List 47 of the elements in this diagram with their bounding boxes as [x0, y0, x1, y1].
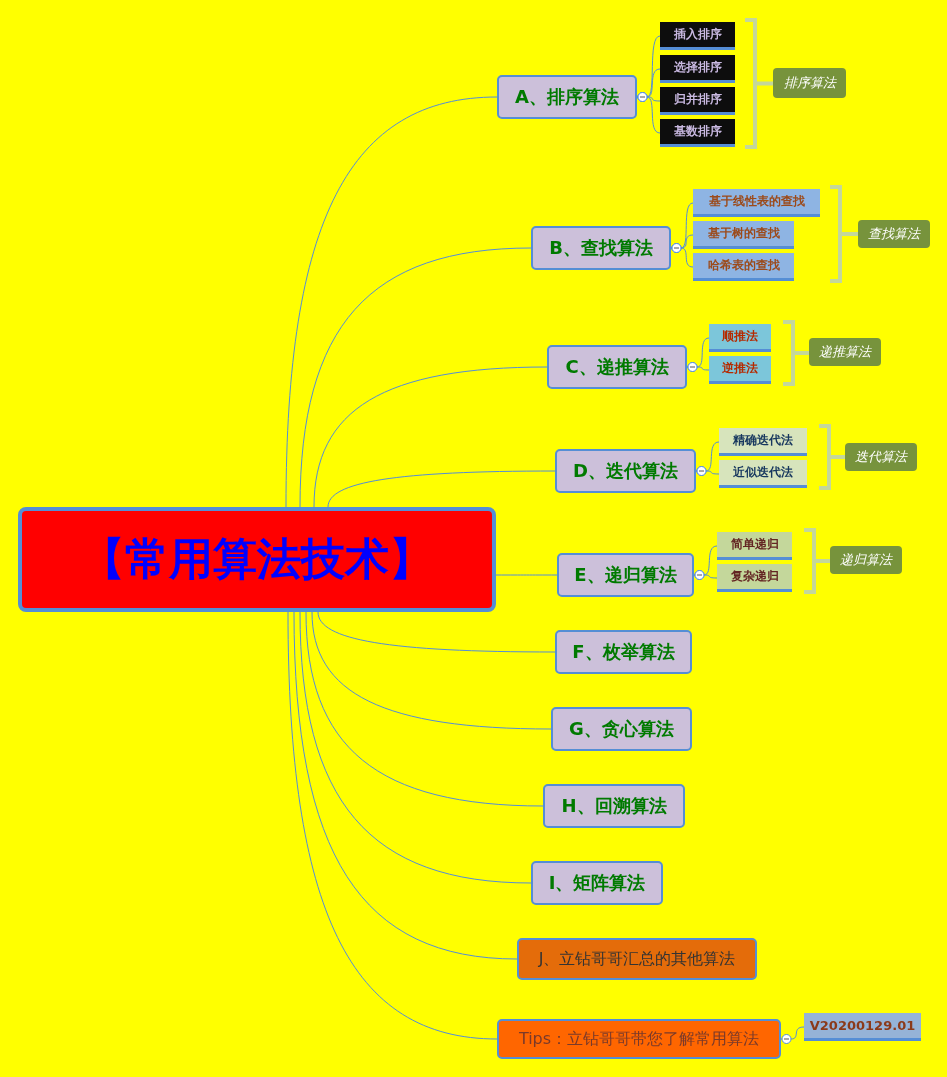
subtopic-box: 基于线性表的查找	[693, 189, 820, 217]
connector-line	[693, 570, 718, 580]
connector-line	[299, 247, 532, 508]
connector-line	[311, 611, 552, 730]
topic-box: H、回溯算法	[543, 784, 685, 828]
summary-box: 迭代算法	[845, 443, 917, 471]
connector-line	[780, 1026, 805, 1044]
subtopic-box: 归并排序	[660, 87, 735, 115]
summary-box: 递推算法	[809, 338, 881, 366]
connector-line	[695, 466, 720, 476]
tips-box: Tips：立钻哥哥带您了解常用算法	[497, 1019, 781, 1059]
topic-box: C、递推算法	[547, 345, 687, 389]
subtopic-box: 复杂递归	[717, 564, 792, 592]
connector-line	[305, 611, 544, 807]
connector-line	[313, 366, 548, 508]
connector-line	[686, 362, 710, 372]
subtopic-box: 简单递归	[717, 532, 792, 560]
connector-line	[299, 611, 532, 884]
topic-box: F、枚举算法	[555, 630, 692, 674]
summary-box: 递归算法	[830, 546, 902, 574]
topic-box: J、立钻哥哥汇总的其他算法	[517, 938, 757, 980]
connector-line	[495, 574, 558, 576]
subtopic-box: 哈希表的查找	[693, 253, 794, 281]
topic-box: E、递归算法	[557, 553, 694, 597]
connector-line	[287, 611, 498, 1040]
subtopic-box: 顺推法	[709, 324, 771, 352]
summary-box: 排序算法	[773, 68, 846, 98]
summary-box: 查找算法	[858, 220, 930, 248]
topic-box: D、迭代算法	[555, 449, 696, 493]
connector-line	[285, 96, 498, 508]
topic-box: G、贪心算法	[551, 707, 692, 751]
connector-line	[670, 243, 694, 268]
subtopic-box: 精确迭代法	[719, 428, 807, 456]
subtopic-box: 逆推法	[709, 356, 771, 384]
subtopic-box: 基于树的查找	[693, 221, 794, 249]
connector-line	[293, 611, 518, 960]
central-topic-box: 【常用算法技术】	[18, 507, 496, 612]
subtopic-box: 基数排序	[660, 119, 735, 147]
topic-box: I、矩阵算法	[531, 861, 663, 905]
connector-line	[327, 470, 556, 508]
connector-line	[317, 611, 556, 653]
topic-box: B、查找算法	[531, 226, 671, 270]
topic-box: A、排序算法	[497, 75, 637, 119]
subtopic-box: 插入排序	[660, 22, 735, 50]
version-box: V20200129.01	[804, 1013, 921, 1041]
subtopic-box: 近似迭代法	[719, 460, 807, 488]
subtopic-box: 选择排序	[660, 55, 735, 83]
